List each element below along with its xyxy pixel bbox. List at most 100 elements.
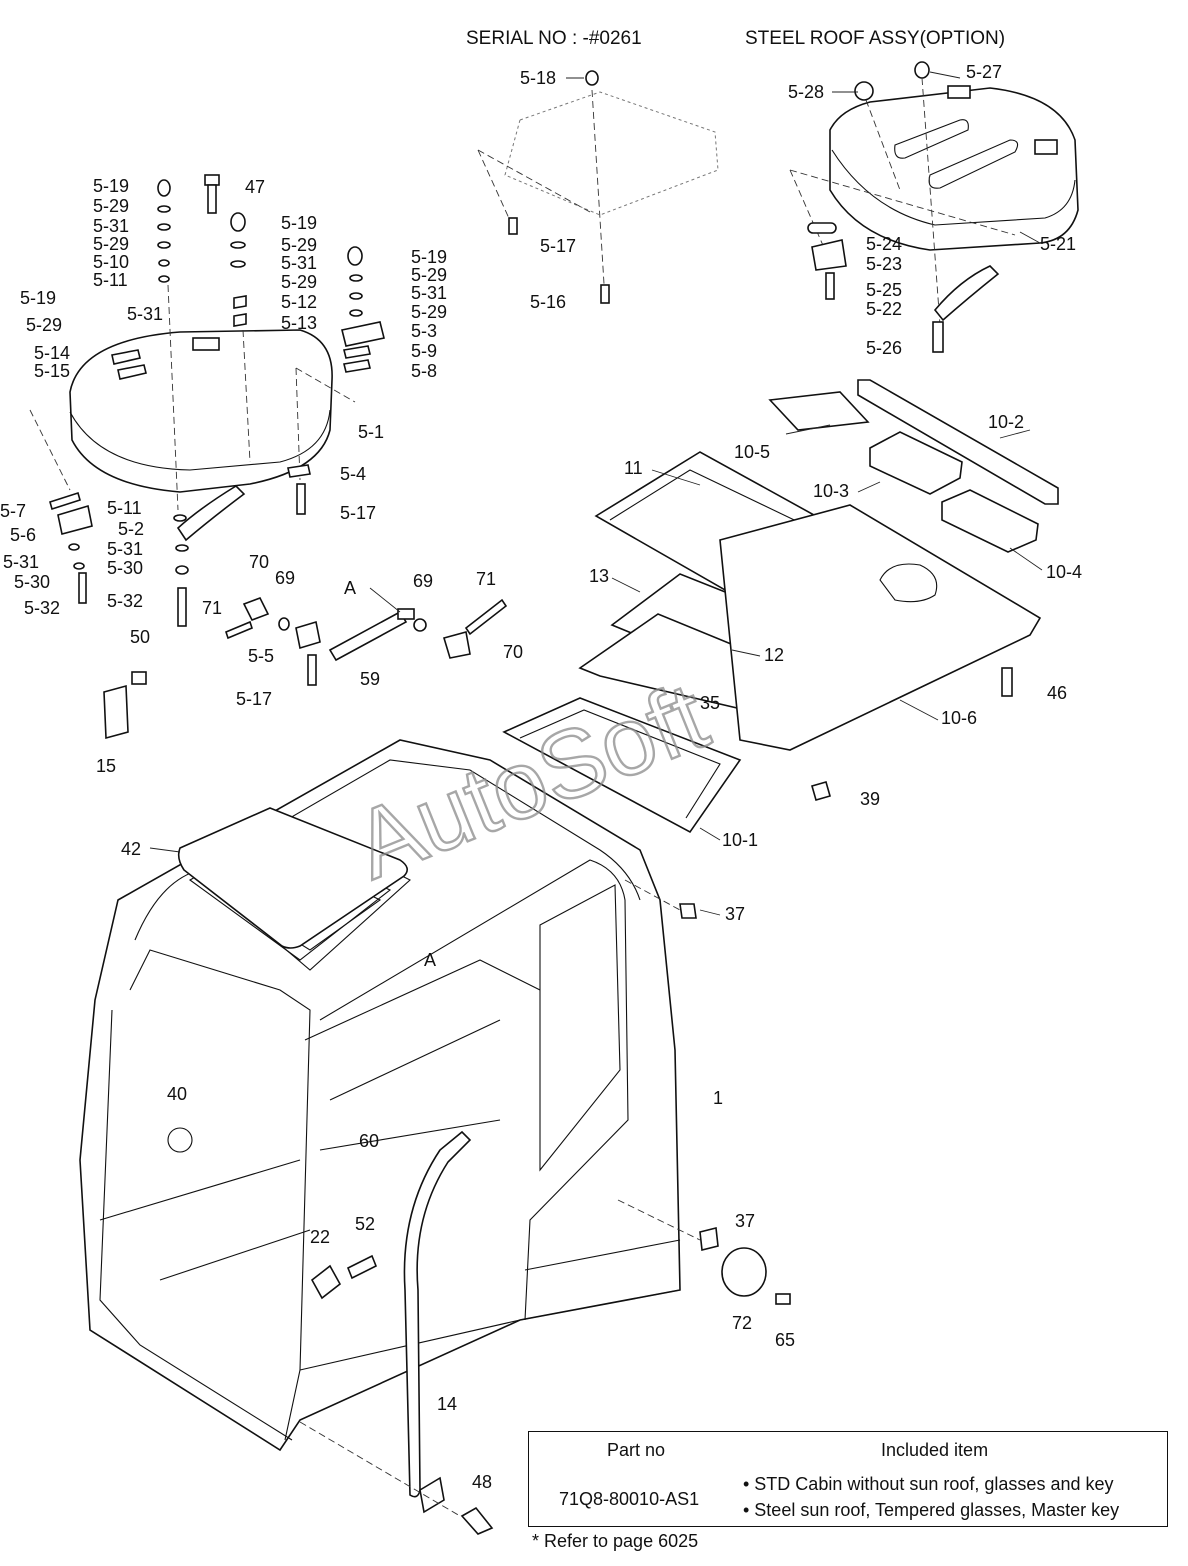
steel-roof-assembly <box>789 61 1079 353</box>
label-69b: 69 <box>413 571 433 591</box>
label-c2-b: 5-29 <box>281 235 317 255</box>
label-5-25: 5-25 <box>866 280 902 300</box>
label-l5-32: 5-32 <box>24 598 60 618</box>
label-l5-15: 5-15 <box>34 361 70 381</box>
footnote: * Refer to page 6025 <box>532 1531 699 1551</box>
label-l5-7: 5-7 <box>0 501 26 521</box>
table-included-list: • STD Cabin without sun roof, glasses an… <box>743 1471 1119 1523</box>
label-11: 11 <box>624 458 643 478</box>
leader-lines <box>149 71 1043 916</box>
label-c3-e: 5-3 <box>411 321 437 341</box>
label-l5-17b: 5-17 <box>236 689 272 709</box>
label-c1-a: 5-19 <box>93 176 129 196</box>
label-l5-11: 5-11 <box>107 498 142 518</box>
label-52: 52 <box>355 1214 375 1234</box>
label-c1-d: 5-29 <box>93 234 129 254</box>
table-included-item: • STD Cabin without sun roof, glasses an… <box>743 1474 1114 1494</box>
label-c3-f: 5-9 <box>411 341 437 361</box>
label-22: 22 <box>310 1227 330 1247</box>
label-13: 13 <box>589 566 609 586</box>
label-c3-a: 5-19 <box>411 247 447 267</box>
label-5-26: 5-26 <box>866 338 902 358</box>
label-10-1: 10-1 <box>722 830 758 850</box>
label-71b: 71 <box>476 569 496 589</box>
label-c1-f: 5-11 <box>93 270 128 290</box>
label-37b: 37 <box>735 1211 755 1231</box>
label-47: 47 <box>245 177 265 197</box>
label-70a: 70 <box>249 552 269 572</box>
label-l5-19: 5-19 <box>20 288 56 308</box>
label-70b: 70 <box>503 642 523 662</box>
label-10-5: 10-5 <box>734 442 770 462</box>
label-c2-f: 5-13 <box>281 313 317 333</box>
label-5-18: 5-18 <box>520 68 556 88</box>
label-l5-31b: 5-31 <box>3 552 39 572</box>
label-l5-31c: 5-31 <box>107 539 143 559</box>
label-72: 72 <box>732 1313 752 1333</box>
label-l5-30: 5-30 <box>14 572 50 592</box>
label-c2-e: 5-12 <box>281 292 317 312</box>
label-50: 50 <box>130 627 150 647</box>
label-10-6: 10-6 <box>941 708 977 728</box>
label-a1: A <box>344 578 356 598</box>
label-5-22: 5-22 <box>866 299 902 319</box>
label-l5-6: 5-6 <box>10 525 36 545</box>
label-l5-31: 5-31 <box>127 304 163 324</box>
label-46: 46 <box>1047 683 1067 703</box>
label-60: 60 <box>359 1131 379 1151</box>
label-a2: A <box>424 950 436 970</box>
label-c2-d: 5-29 <box>281 272 317 292</box>
label-l5-30b: 5-30 <box>107 558 143 578</box>
gas-strut-assembly <box>103 596 508 740</box>
cabin-frame <box>79 739 791 1535</box>
serial-roof-assembly <box>477 70 719 304</box>
label-l5-14: 5-14 <box>34 343 70 363</box>
serial-header: SERIAL NO : -#0261 <box>466 28 642 49</box>
label-12: 12 <box>764 645 784 665</box>
label-c2-c: 5-31 <box>281 253 317 273</box>
label-10-3: 10-3 <box>813 481 849 501</box>
label-5-23: 5-23 <box>866 254 902 274</box>
label-5-27: 5-27 <box>966 62 1002 82</box>
label-48: 48 <box>472 1472 492 1492</box>
label-1: 1 <box>713 1088 723 1108</box>
label-c1-e: 5-10 <box>93 252 129 272</box>
label-10-2: 10-2 <box>988 412 1024 432</box>
label-c1-b: 5-29 <box>93 196 129 216</box>
label-39: 39 <box>860 789 880 809</box>
label-l5-17: 5-17 <box>340 503 376 523</box>
label-15: 15 <box>96 756 116 776</box>
label-c3-b: 5-29 <box>411 265 447 285</box>
table-included-item: • Steel sun roof, Tempered glasses, Mast… <box>743 1500 1120 1520</box>
label-35: 35 <box>700 693 720 713</box>
table-part-number: 71Q8-80010-AS1 <box>559 1489 700 1509</box>
label-5-16: 5-16 <box>530 292 566 312</box>
label-14: 14 <box>437 1394 457 1414</box>
label-65: 65 <box>775 1330 795 1350</box>
label-69a: 69 <box>275 568 295 588</box>
left-roof-assembly <box>29 174 385 627</box>
label-37a: 37 <box>725 904 745 924</box>
label-l5-5: 5-5 <box>248 646 274 666</box>
label-71a: 71 <box>202 598 222 618</box>
label-l5-2: 5-2 <box>118 519 144 539</box>
table-header-part-no: Part no <box>607 1440 666 1460</box>
label-10-4: 10-4 <box>1046 562 1082 582</box>
label-5-17: 5-17 <box>540 236 576 256</box>
parts-table: Part no Included item 71Q8-80010-AS1 • S… <box>528 1431 1168 1527</box>
label-c3-c: 5-31 <box>411 283 447 303</box>
label-c3-d: 5-29 <box>411 302 447 322</box>
label-59: 59 <box>360 669 380 689</box>
label-40: 40 <box>167 1084 187 1104</box>
label-42: 42 <box>121 839 141 859</box>
callout-labels: 5-18 5-17 5-16 5-28 5-27 5-24 5-23 5-25 … <box>0 62 1082 1492</box>
table-header-included-item: Included item <box>881 1440 989 1460</box>
label-c3-g: 5-8 <box>411 361 437 381</box>
label-l5-1: 5-1 <box>358 422 384 442</box>
label-l5-32b: 5-32 <box>107 591 143 611</box>
label-c1-c: 5-31 <box>93 216 129 236</box>
label-l5-4: 5-4 <box>340 464 366 484</box>
label-5-28: 5-28 <box>788 82 824 102</box>
label-5-24: 5-24 <box>866 234 902 254</box>
